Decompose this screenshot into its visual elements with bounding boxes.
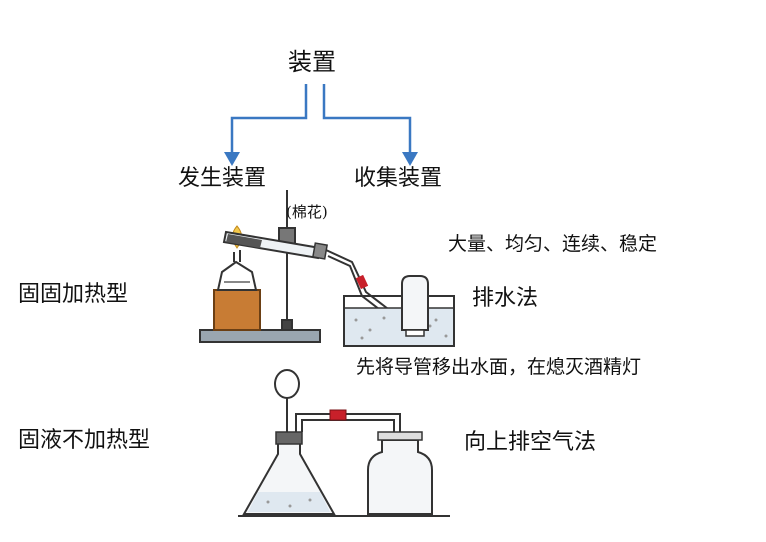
solid-liquid-label: 固液不加热型	[18, 428, 151, 453]
rubber-joint-1	[355, 274, 369, 290]
left-arrow-head	[224, 152, 240, 166]
water-method-label: 排水法	[472, 286, 539, 311]
title: 装置	[288, 48, 336, 76]
test-tube	[222, 230, 328, 260]
lamp-body	[216, 260, 258, 291]
rubber-joint-2	[329, 409, 347, 421]
arrow-heads	[224, 152, 418, 166]
water-caution-note: 先将导管移出水面，在熄灭酒精灯	[356, 356, 642, 378]
generation-label: 发生装置	[178, 166, 267, 191]
right-arrow-head	[402, 152, 418, 166]
bubbles-note: 大量、均匀、连续、稳定	[448, 233, 658, 255]
tube-stopper	[312, 242, 328, 260]
iron-stand	[199, 190, 321, 343]
left-branch-line	[230, 84, 308, 158]
solid-heating-label: 固固加热型	[18, 282, 129, 307]
tube-solid	[226, 234, 262, 248]
cotton-label: (棉花)	[286, 203, 328, 221]
lamp-wick	[233, 250, 241, 262]
gas-collecting-bottle-upright	[367, 431, 433, 515]
water-trough	[343, 295, 455, 347]
stand-base	[199, 329, 321, 343]
conical-flask	[242, 431, 336, 515]
tree-connectors	[230, 84, 412, 158]
upward-air-label: 向上排空气法	[464, 430, 597, 455]
right-branch-line	[322, 84, 412, 158]
gas-collecting-bottle-inverted	[401, 275, 429, 337]
wooden-block	[213, 289, 261, 331]
collection-label: 收集装置	[354, 166, 443, 191]
alcohol-lamp	[216, 250, 258, 291]
stand-foot	[281, 319, 293, 331]
